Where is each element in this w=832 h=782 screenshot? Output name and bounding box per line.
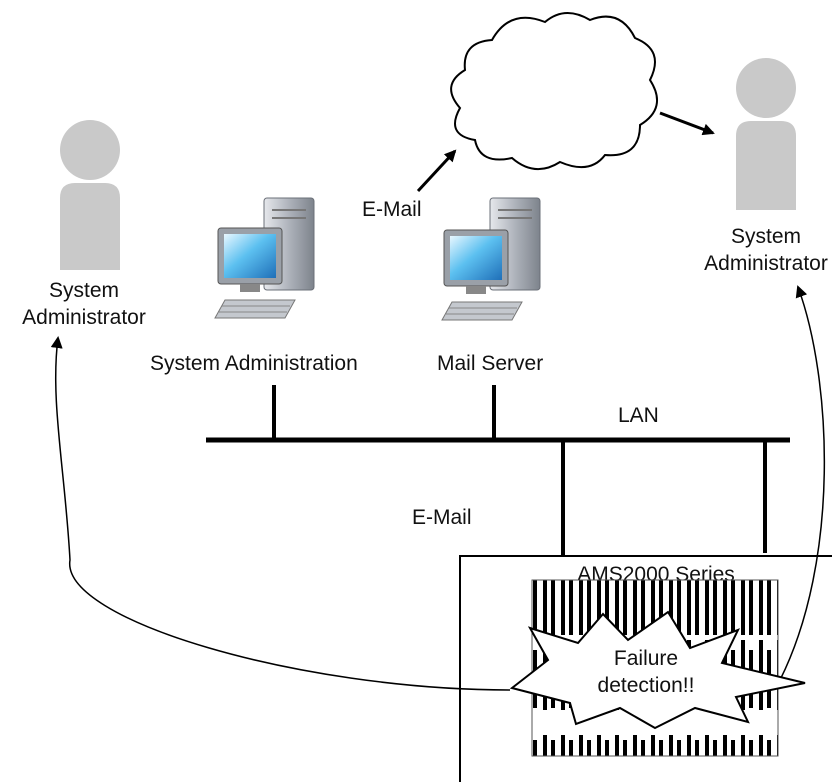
arrow-failure-to-left-admin (50, 336, 511, 691)
admin-left-label-line2: Administrator (22, 306, 146, 329)
email-label-top: E-Mail (362, 198, 422, 221)
failure-label-line2: detection!! (598, 674, 695, 697)
arrow-to-cloud (416, 149, 457, 193)
failure-label-line1: Failure (614, 647, 678, 670)
person-icon-left (60, 120, 120, 270)
email-label-bottom: E-Mail (412, 506, 472, 529)
internet-cloud-icon (450, 12, 659, 170)
person-icon-right (736, 58, 796, 210)
arrow-cloud-to-admin (659, 111, 715, 136)
arrow-failure-to-right-admin (779, 285, 826, 681)
mail-server-label: Mail Server (437, 352, 543, 375)
admin-left-label-line1: System (49, 279, 119, 302)
admin-right-label-line1: System (731, 225, 801, 248)
server-workstation-icon-sysadmin (214, 197, 315, 319)
system-administration-label: System Administration (150, 352, 358, 375)
lan-label: LAN (618, 404, 659, 427)
admin-right-label-line2: Administrator (704, 252, 828, 275)
server-workstation-icon-mail (441, 197, 541, 321)
failure-burst-icon (509, 610, 806, 730)
